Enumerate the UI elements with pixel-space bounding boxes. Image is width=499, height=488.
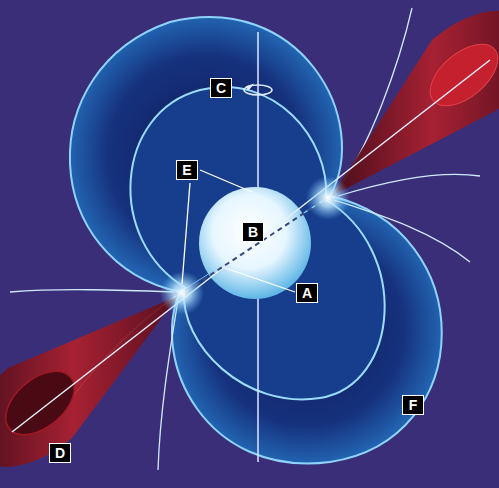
callout-letter: E (176, 160, 198, 180)
callout-letter: C (210, 78, 232, 98)
radiation-beam (332, 11, 499, 196)
magnetic-axis (180, 196, 330, 295)
leader-line (182, 170, 295, 292)
callout-letter: D (49, 443, 71, 463)
rotation-arrow (244, 85, 272, 95)
callout-letter: F (402, 395, 424, 415)
beam-axis (12, 60, 490, 432)
polar-hotspot (306, 176, 350, 220)
callout-letter: A (296, 283, 318, 303)
callout-letter: B (242, 222, 264, 242)
radiation-beam (0, 296, 178, 467)
